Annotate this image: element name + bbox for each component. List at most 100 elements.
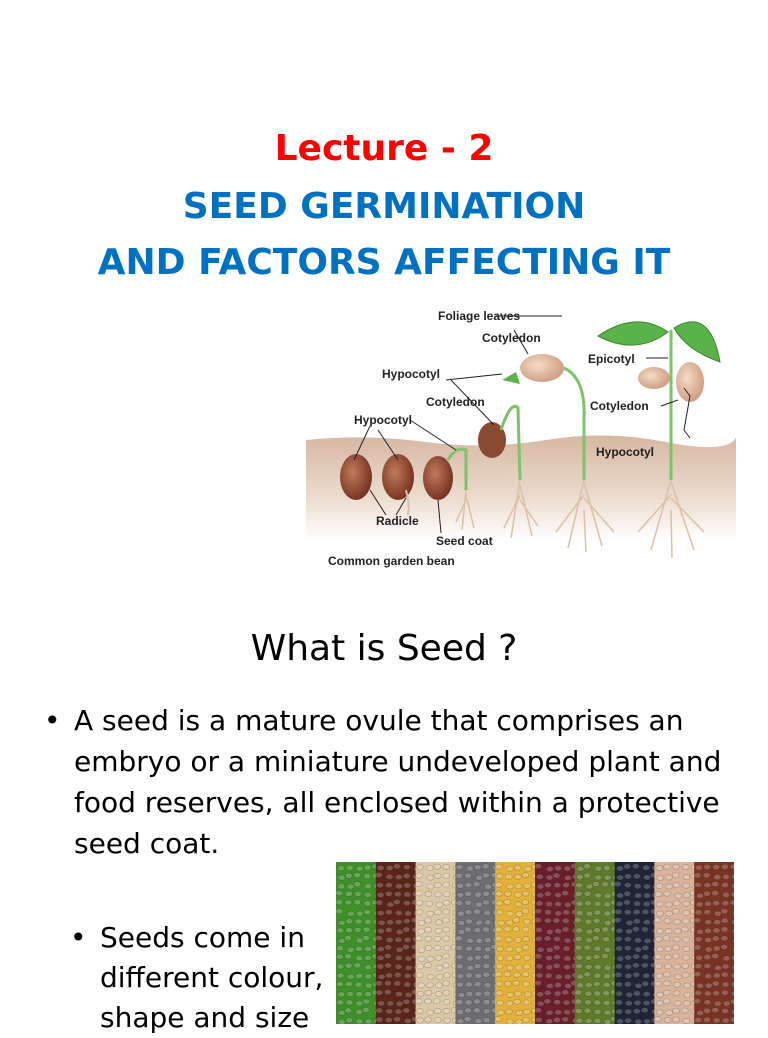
seed-grain	[464, 899, 473, 906]
seed-grain	[482, 899, 490, 906]
seed-grain	[482, 890, 491, 897]
seed-grain	[354, 981, 363, 988]
seed-grain	[643, 874, 651, 881]
seed-grain	[402, 1007, 411, 1014]
seed-grain	[336, 945, 344, 952]
seed-grain	[363, 900, 372, 907]
seed-band	[574, 862, 616, 1024]
seed-grain	[364, 883, 373, 890]
seed-grain	[535, 900, 544, 907]
seed-grain	[395, 946, 404, 953]
seed-grain	[513, 954, 522, 961]
seed-grain	[345, 981, 353, 987]
seed-grain	[415, 1008, 424, 1015]
seed-grain	[403, 918, 411, 924]
seed-grain	[514, 883, 523, 890]
seed-grain	[563, 1009, 571, 1016]
seed-grain	[473, 908, 481, 915]
seed-grain	[384, 891, 393, 897]
seed-grain	[613, 917, 622, 924]
seed-grain	[384, 927, 393, 933]
seed-grain	[583, 1007, 592, 1014]
seed-grain	[683, 991, 692, 998]
seed-grain	[722, 891, 730, 898]
seed-grain	[336, 927, 345, 934]
seed-grain	[633, 873, 641, 880]
seed-grain	[482, 1008, 491, 1015]
seed-grain	[602, 999, 611, 1006]
seed-grain	[729, 1016, 734, 1023]
seed-grain	[402, 998, 411, 1005]
seed-grain	[336, 899, 344, 906]
seed-grain	[534, 980, 542, 986]
seed-grain	[643, 1018, 651, 1024]
seed-grain	[720, 908, 729, 915]
seed-grain	[694, 1017, 703, 1023]
seed-grain	[394, 910, 403, 916]
seed-grain	[663, 980, 671, 987]
seed-grain	[731, 883, 734, 889]
seed-grain	[632, 971, 641, 978]
seed-grain	[731, 919, 734, 925]
seed-grain	[672, 1016, 680, 1023]
seed-grain	[654, 980, 662, 987]
seed-grain	[513, 998, 521, 1005]
seed-grain	[730, 990, 734, 997]
seed-grain	[385, 882, 393, 889]
label-hypocotyl-upper: Hypocotyl	[382, 367, 440, 381]
seed-grain	[521, 971, 530, 978]
seed-grain	[642, 1000, 651, 1006]
seed-grain	[673, 963, 681, 970]
bullet-text: A seed is a mature ovule that comprises …	[74, 704, 722, 860]
seed-grain	[394, 891, 402, 898]
seed-grain	[375, 980, 383, 987]
seed-grain	[673, 1000, 682, 1007]
seed-grain	[337, 874, 346, 881]
seed-grain	[506, 991, 514, 998]
seed-grain	[730, 981, 734, 988]
seed-grain	[386, 1000, 395, 1007]
seed-grain	[561, 989, 570, 996]
seed-grain	[624, 972, 633, 979]
seed-grain	[672, 900, 681, 907]
seed-grain	[515, 946, 523, 953]
seed-grain	[442, 863, 451, 870]
seed-grain	[494, 935, 503, 942]
seed-grain	[634, 892, 642, 899]
bean-seed-3	[423, 456, 453, 500]
seed-grain	[682, 900, 690, 907]
seed-grain	[682, 882, 690, 889]
seed-grain	[623, 899, 631, 906]
seed-grain	[696, 892, 704, 899]
seed-grain	[574, 998, 583, 1005]
seed-grain	[417, 928, 425, 935]
seed-grain	[466, 865, 474, 872]
seed-grain	[515, 911, 523, 917]
seed-grain	[616, 874, 624, 881]
seed-grain	[562, 882, 570, 889]
seed-grain	[671, 953, 680, 960]
seed-grain	[543, 917, 552, 924]
seed-grain	[475, 919, 483, 926]
seed-grain	[474, 945, 482, 952]
seed-grain	[625, 991, 634, 998]
seed-grain	[375, 935, 383, 941]
seed-grain	[592, 917, 601, 924]
seed-grain	[546, 866, 554, 872]
seed-grain	[353, 899, 362, 906]
seed-grain	[545, 1009, 554, 1016]
seed-grain	[336, 972, 345, 979]
seed-grain	[584, 964, 593, 970]
seed-grain	[694, 990, 702, 996]
seed-grain	[554, 973, 563, 980]
seed-grain	[362, 926, 371, 933]
seed-grain	[634, 1018, 643, 1024]
seed-grain	[363, 909, 371, 916]
seed-grain	[603, 892, 612, 899]
seed-grain	[416, 864, 424, 871]
seed-grain	[464, 872, 472, 879]
seed-grain	[702, 872, 711, 879]
seed-grain	[426, 874, 435, 881]
seed-grain	[355, 1018, 364, 1024]
seed-grain	[574, 1008, 583, 1014]
